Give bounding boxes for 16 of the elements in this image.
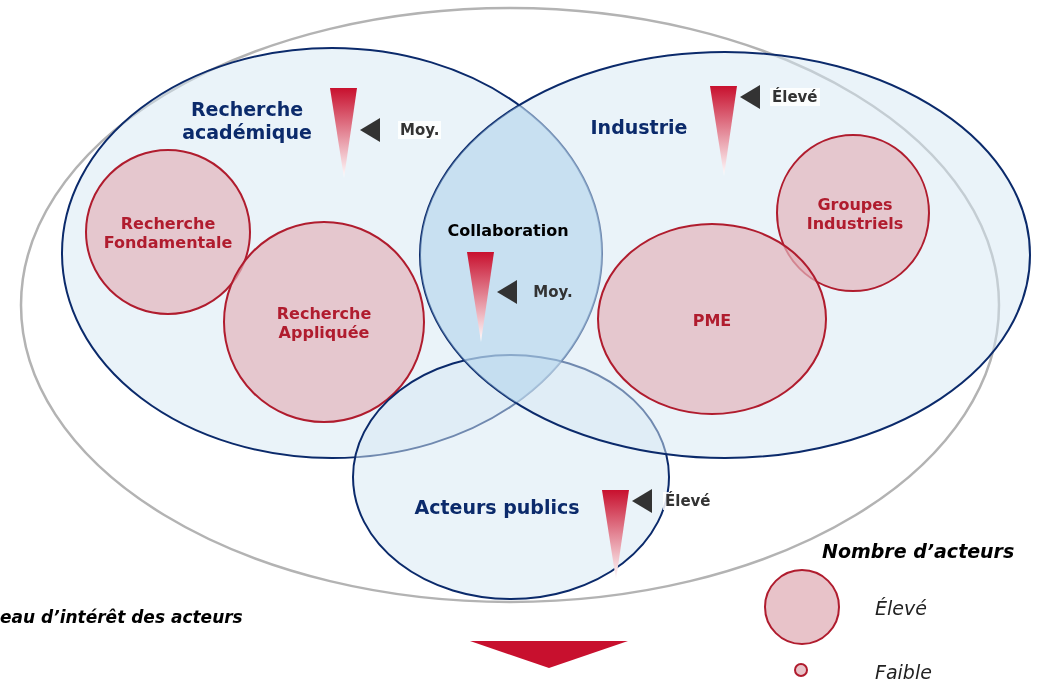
level-label: Moy. [398,121,442,139]
region-title: Recherche Fondamentale [102,213,234,253]
level-label: Élevé [770,88,820,106]
region-title: PME [691,311,733,331]
legend-label: Faible [875,661,932,681]
level-label: Moy. [532,283,574,301]
region-title: Recherche Appliquée [275,303,373,343]
region-title: Recherche académique [181,98,313,144]
region-title: Acteurs publics [413,495,581,519]
region-title: Collaboration [446,221,570,241]
legend-title: Nombre d’acteurs [822,540,1015,562]
level-label: Élevé [663,492,713,510]
axis-caption: eau d’intérêt des acteurs [0,607,243,627]
legend-label: Élevé [875,597,927,619]
region-title: Industrie [589,115,689,139]
region-title: Groupes Industriels [805,194,905,234]
